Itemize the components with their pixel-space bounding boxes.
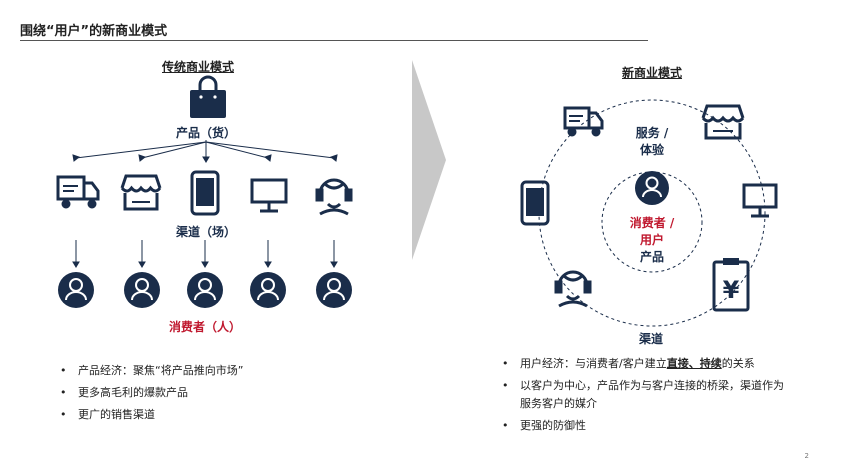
new-model-bullet-list: 用户经济：与消费者/客户建立直接、持续的关系 以客户为中心，产品作为与客户连接的… — [500, 355, 790, 439]
smartphone-icon — [520, 180, 550, 226]
service-label-line1: 服务 / — [635, 126, 669, 140]
page-title: 围绕“用户”的新商业模式 — [20, 24, 168, 39]
storefront-icon — [120, 174, 162, 211]
customer-service-icon — [315, 178, 353, 216]
new-model-heading: 新商业模式 — [622, 66, 683, 80]
list-item: 更强的防御性 — [500, 417, 790, 435]
truck-icon — [56, 175, 100, 209]
center-label-line3: 产品 — [639, 250, 664, 264]
center-label-line1: 消费者 / — [629, 216, 675, 230]
title-divider — [20, 40, 648, 41]
center-label-line2: 用户 — [639, 233, 664, 247]
channel-to-consumer-arrows — [72, 240, 338, 268]
service-label-line2: 体验 — [639, 143, 664, 157]
transition-chevron — [412, 60, 446, 260]
consumer-avatar-icon — [124, 272, 160, 308]
channel-label: 渠道（场） — [175, 225, 236, 239]
list-item: 以客户为中心，产品作为与客户连接的桥梁，渠道作为服务客户的媒介 — [500, 377, 790, 413]
list-item: 产品经济：聚焦“将产品推向市场” — [58, 362, 358, 380]
list-item: 更多高毛利的爆款产品 — [58, 384, 358, 402]
price-tag-clipboard-icon: ¥ — [712, 258, 750, 312]
consumer-avatar-icon — [316, 272, 352, 308]
product-distribution-arrows — [72, 140, 338, 163]
list-item: 用户经济：与消费者/客户建立直接、持续的关系 — [500, 355, 790, 373]
traditional-bullet-list: 产品经济：聚焦“将产品推向市场” 更多高毛利的爆款产品 更广的销售渠道 — [58, 362, 358, 428]
monitor-icon — [742, 183, 778, 218]
center-avatar-icon — [635, 171, 669, 205]
consumer-label: 消费者（人） — [168, 320, 241, 334]
consumer-avatar-icon — [250, 272, 286, 308]
new-channel-label: 渠道 — [638, 332, 663, 346]
svg-text:¥: ¥ — [723, 276, 740, 304]
list-item: 更广的销售渠道 — [58, 406, 358, 424]
monitor-icon — [250, 178, 288, 213]
page-number: 2 — [804, 452, 809, 460]
bullet-text: 的关系 — [721, 357, 755, 370]
consumer-avatar-icon — [187, 272, 223, 308]
shopping-bag-icon — [190, 75, 226, 118]
storefront-icon — [701, 104, 745, 140]
consumer-avatar-icon — [58, 272, 94, 308]
traditional-model-heading: 传统商业模式 — [162, 60, 235, 74]
product-label: 产品（货） — [175, 126, 236, 140]
emphasis-text: 直接、持续 — [666, 357, 722, 370]
truck-icon — [563, 106, 604, 137]
customer-service-icon — [554, 270, 592, 308]
bullet-text: 用户经济：与消费者/客户建立 — [520, 357, 667, 370]
smartphone-icon — [190, 170, 220, 216]
